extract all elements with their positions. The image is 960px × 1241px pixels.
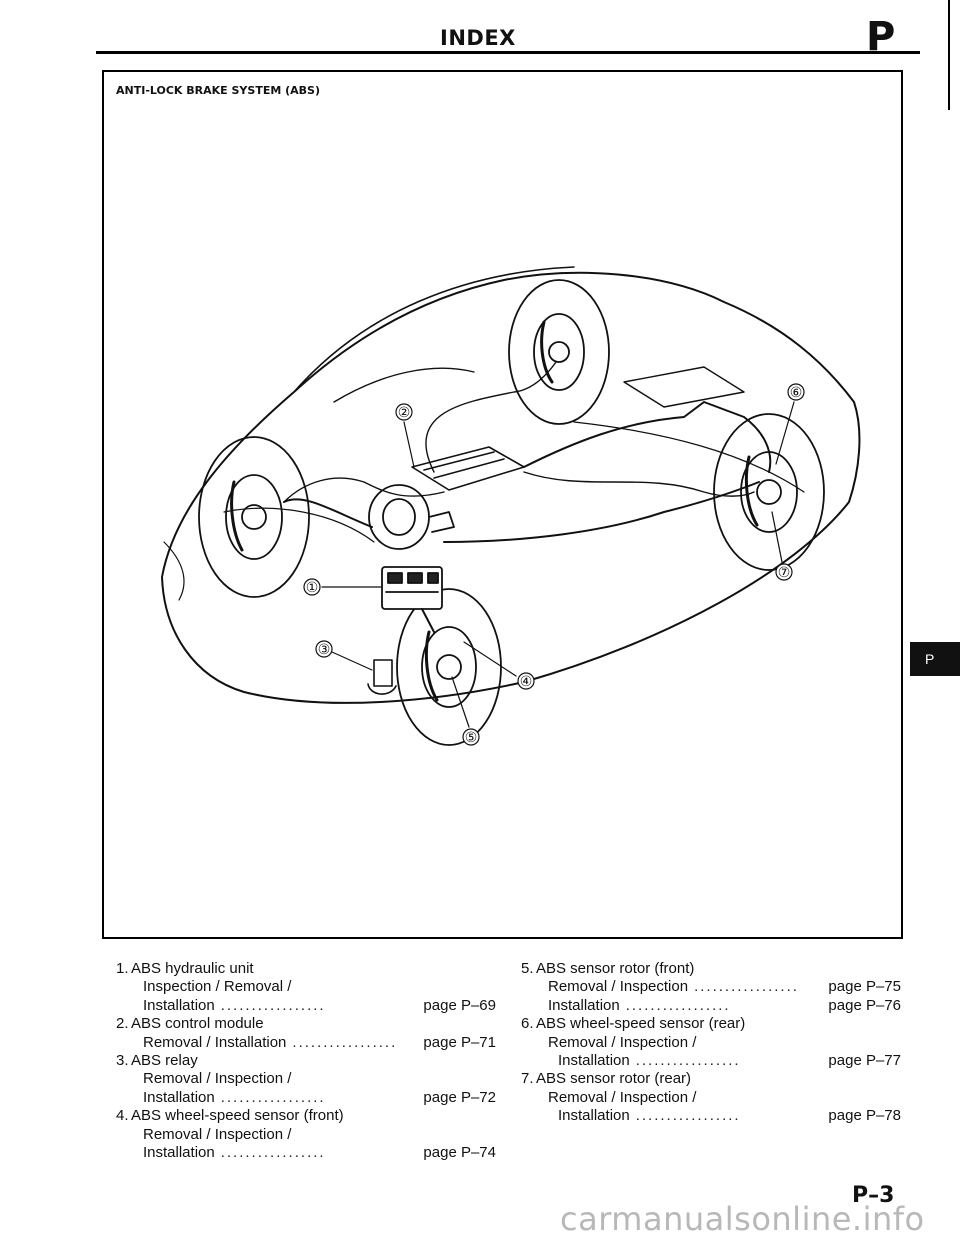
section-tab-marker: P: [910, 642, 960, 676]
list-entry: Removal / Inspection /: [548, 1033, 697, 1051]
page-edge-line: [948, 0, 950, 110]
callout-label-5: ⑤: [465, 730, 478, 746]
header-rule: [96, 51, 920, 54]
hood-line: [223, 507, 375, 543]
list-item: 1.ABS hydraulic unit: [116, 960, 254, 977]
list-entry: Installation.................page P–69: [143, 996, 496, 1014]
callout-2: [395, 403, 413, 421]
list-entry: Removal / Inspection.................pag…: [548, 978, 901, 996]
rear-left-wheel: [508, 279, 610, 425]
list-entry: Installation.................page P–77: [558, 1052, 901, 1070]
page-reference: page P–72: [423, 1088, 496, 1106]
list-entry: Removal / Inspection /: [143, 1125, 292, 1143]
page-reference: page P–75: [828, 978, 901, 996]
fuel-tank: [623, 366, 745, 408]
headlight: [163, 541, 185, 601]
brake-line-front-right: [421, 608, 435, 633]
callout-4: [517, 672, 535, 690]
callout-label-6: ⑥: [790, 385, 803, 401]
list-entry: Installation.................page P–74: [143, 1144, 496, 1162]
car-body-outline: [161, 271, 861, 704]
callout-6: [787, 383, 805, 401]
figure-caption: ANTI-LOCK BRAKE SYSTEM (ABS): [116, 84, 320, 97]
page-number: P–3: [852, 1183, 895, 1208]
list-entry: Removal / Inspection /: [143, 1070, 292, 1088]
brake-booster: [368, 484, 455, 550]
list-entry: Installation.................page P–76: [548, 996, 901, 1014]
door-line: [573, 421, 805, 493]
list-item: 6.ABS wheel-speed sensor (rear): [521, 1015, 746, 1033]
front-right-wheel: [396, 588, 502, 746]
callout-label-7: ⑦: [778, 565, 791, 581]
page-reference: page P–78: [828, 1107, 901, 1125]
page-reference: page P–77: [828, 1052, 901, 1070]
page-reference: page P–69: [423, 996, 496, 1014]
list-item: 3.ABS relay: [116, 1052, 198, 1070]
list-entry: Removal / Inspection /: [548, 1088, 697, 1106]
abs-system-diagram: ① ② ③ ④ ⑤ ⑥ ⑦: [161, 266, 861, 746]
list-entry: Inspection / Removal /: [143, 978, 292, 996]
figure-frame: ANTI-LOCK BRAKE SYSTEM (ABS): [102, 70, 903, 939]
list-entry: Installation.................page P–78: [558, 1107, 901, 1125]
callout-7: [775, 563, 793, 581]
watermark: carmanualsonline.info: [560, 1200, 925, 1238]
page-reference: page P–76: [828, 996, 901, 1014]
component-list-right: 5.ABS sensor rotor (front) Removal / Ins…: [521, 960, 901, 1126]
windshield-line: [333, 367, 475, 403]
abs-control-module: [411, 446, 525, 491]
callout-label-3: ③: [318, 642, 331, 658]
callout-label-2: ②: [398, 405, 411, 421]
abs-relay: [367, 659, 397, 695]
page-title: INDEX: [440, 26, 516, 50]
page-reference: page P–74: [423, 1144, 496, 1162]
list-item: 5.ABS sensor rotor (front): [521, 960, 695, 977]
callout-5: [462, 728, 480, 746]
callout-3: [315, 640, 333, 658]
list-entry: Installation.................page P–72: [143, 1088, 496, 1106]
list-item: 2.ABS control module: [116, 1015, 264, 1033]
callout-label-1: ①: [306, 580, 319, 596]
sensor-harness-front: [283, 477, 445, 503]
sensor-harness: [425, 361, 557, 473]
component-list-left: 1.ABS hydraulic unit Inspection / Remova…: [116, 960, 496, 1162]
list-item: 7.ABS sensor rotor (rear): [521, 1070, 692, 1088]
roof-line: [293, 266, 575, 393]
list-item: 4.ABS wheel-speed sensor (front): [116, 1107, 344, 1125]
brake-line-main: [443, 481, 760, 543]
abs-hydraulic-unit: [381, 566, 443, 610]
sensor-harness-rear: [523, 471, 755, 497]
brake-line-rear: [523, 401, 772, 473]
brake-line-front-left: [283, 498, 373, 528]
callout-1: [303, 578, 321, 596]
front-left-wheel: [198, 436, 310, 598]
page-reference: page P–71: [423, 1033, 496, 1051]
list-entry: Removal / Installation.................p…: [143, 1033, 496, 1051]
callout-label-4: ④: [520, 674, 533, 690]
